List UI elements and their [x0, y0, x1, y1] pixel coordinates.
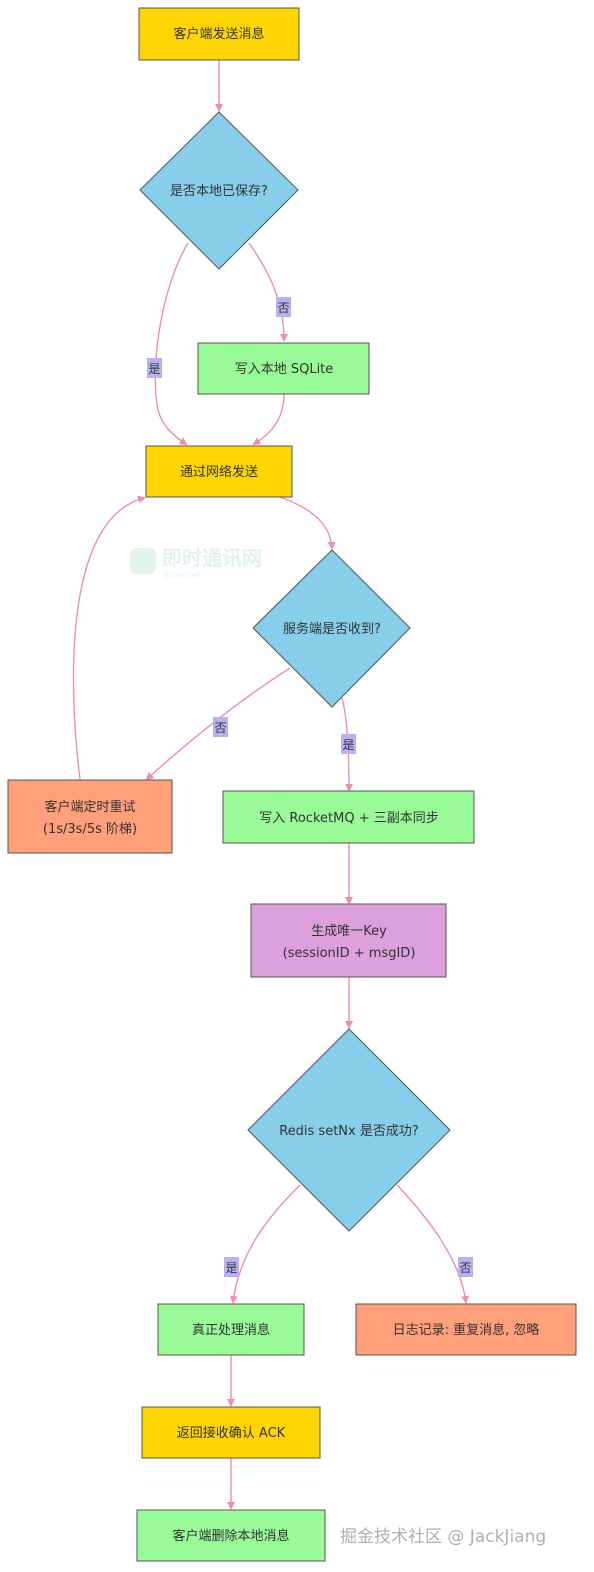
node-write-rocketmq-label: 写入 RocketMQ + 三副本同步 — [259, 811, 438, 826]
node-return-ack-label: 返回接收确认 ACK — [177, 1425, 286, 1441]
node-gen-key-label-1: 生成唯一Key — [311, 924, 387, 939]
node-gen-key: 生成唯一Key (sessionID + msgID) — [250, 903, 447, 978]
node-process-message-label: 真正处理消息 — [192, 1322, 270, 1338]
node-process-message: 真正处理消息 — [157, 1303, 305, 1356]
node-client-delete: 客户端删除本地消息 — [136, 1509, 326, 1562]
node-write-rocketmq: 写入 RocketMQ + 三副本同步 — [222, 790, 475, 844]
node-return-ack: 返回接收确认 ACK — [141, 1406, 321, 1459]
node-redis-setnx: Redis setNx 是否成功? — [247, 1028, 451, 1232]
edge-redis-yes — [229, 1184, 301, 1304]
watermark: 即时通讯网 52im.net — [130, 546, 262, 580]
node-gen-key-label-2: (sessionID + msgID) — [283, 946, 416, 961]
svg-text:否: 否 — [459, 1261, 471, 1275]
edge-label-saved-no: 否 — [276, 297, 291, 317]
svg-text:是: 是 — [342, 738, 354, 752]
node-check-local-saved: 是否本地已保存? — [139, 111, 299, 270]
node-check-local-saved-label: 是否本地已保存? — [170, 184, 268, 199]
credit-text: 掘金技术社区 @ JackJiang — [340, 1527, 547, 1547]
svg-text:是: 是 — [148, 362, 160, 376]
watermark-subtitle: 52im.net — [164, 571, 200, 580]
edge-label-redis-yes: 是 — [224, 1257, 239, 1277]
node-server-received: 服务端是否收到? — [252, 549, 411, 708]
node-client-retry-label-1: 客户端定时重试 — [44, 799, 135, 815]
node-log-duplicate: 日志记录: 重复消息, 忽略 — [355, 1303, 577, 1356]
edge-sqlite-to-network — [252, 393, 285, 446]
node-client-send-label: 客户端发送消息 — [173, 26, 264, 42]
edge-network-to-server — [279, 496, 336, 550]
node-network-send-label: 通过网络发送 — [180, 464, 258, 480]
edge-label-redis-no: 否 — [458, 1257, 473, 1277]
edge-label-server-no: 否 — [213, 717, 228, 737]
svg-text:否: 否 — [214, 721, 226, 735]
node-write-sqlite: 写入本地 SQLite — [197, 342, 370, 395]
edge-redis-no — [396, 1184, 470, 1304]
node-server-received-label: 服务端是否收到? — [283, 621, 381, 637]
node-client-retry: 客户端定时重试 (1s/3s/5s 阶梯) — [7, 779, 173, 854]
node-client-delete-label: 客户端删除本地消息 — [172, 1528, 289, 1544]
watermark-logo-icon — [130, 548, 156, 574]
edge-label-server-yes: 是 — [341, 734, 356, 754]
node-client-send: 客户端发送消息 — [138, 7, 300, 61]
edge-label-saved-yes: 是 — [147, 358, 162, 378]
node-redis-setnx-label: Redis setNx 是否成功? — [279, 1124, 419, 1139]
node-write-sqlite-label: 写入本地 SQLite — [235, 362, 334, 377]
node-client-retry-label-2: (1s/3s/5s 阶梯) — [43, 822, 137, 837]
svg-text:是: 是 — [225, 1261, 237, 1275]
edge-retry-to-network — [72, 495, 146, 780]
node-network-send: 通过网络发送 — [145, 445, 293, 498]
node-log-duplicate-label: 日志记录: 重复消息, 忽略 — [393, 1322, 540, 1338]
svg-text:否: 否 — [277, 301, 289, 315]
watermark-title: 即时通讯网 — [162, 546, 262, 570]
edge-check-yes — [154, 242, 189, 446]
edge-check-no — [248, 242, 288, 342]
